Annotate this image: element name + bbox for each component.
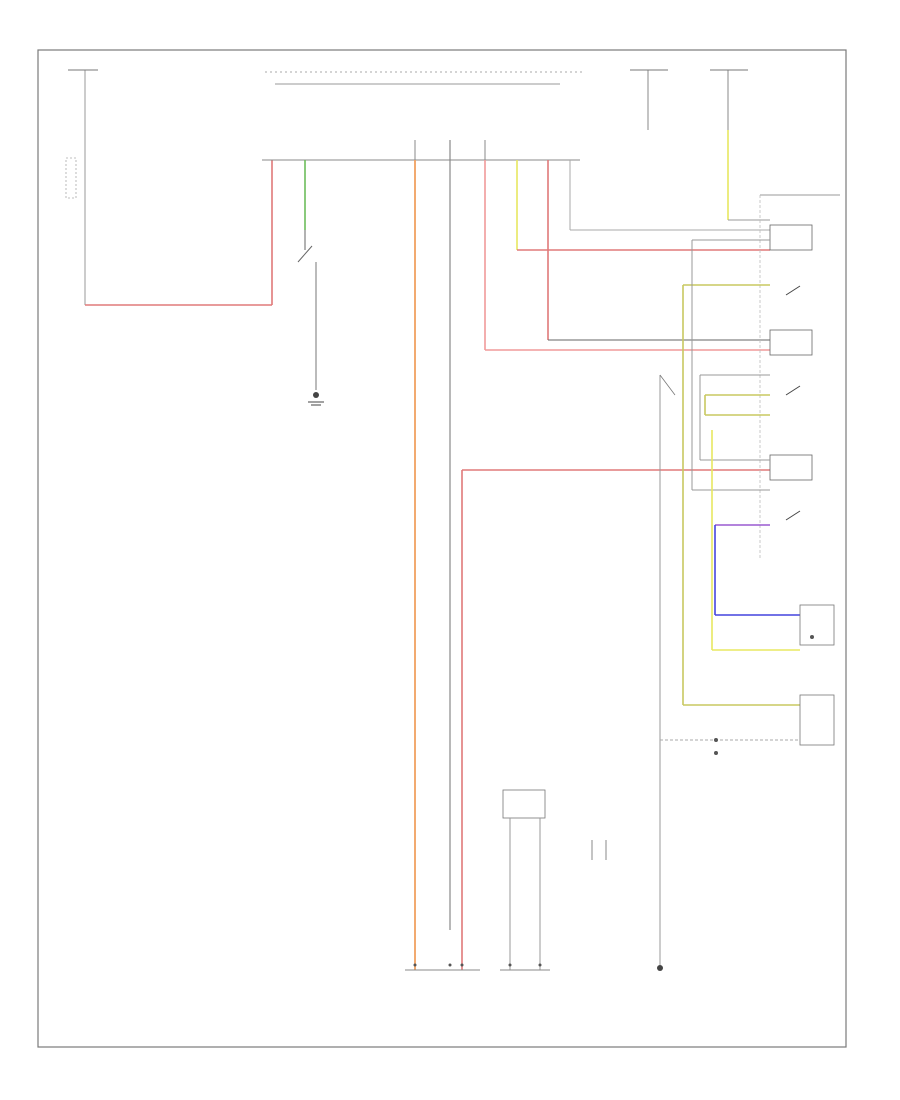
oil-pressure-switch-wire <box>297 160 324 406</box>
wires-gray-mid <box>691 239 770 491</box>
diagram-frame <box>37 49 847 1048</box>
wire-pink <box>484 160 770 351</box>
right-sensors <box>799 604 835 746</box>
wire-blue <box>714 524 800 616</box>
ecm-bus <box>262 140 580 930</box>
hot-in-run-feeds <box>630 69 770 221</box>
wire-yellow-loop <box>682 284 800 706</box>
wire-gray-ground <box>657 374 800 971</box>
right-enclosure <box>759 194 840 560</box>
wire-red-mid <box>461 469 770 970</box>
wire-yellow-mid <box>704 394 770 416</box>
wire-gray-top <box>569 160 770 231</box>
wire-yellow-long <box>711 430 800 651</box>
vss-block <box>502 789 607 970</box>
wire-red-right <box>517 160 770 341</box>
bottom-connectors <box>405 963 550 971</box>
hot-at-all-times-feed <box>65 69 273 306</box>
